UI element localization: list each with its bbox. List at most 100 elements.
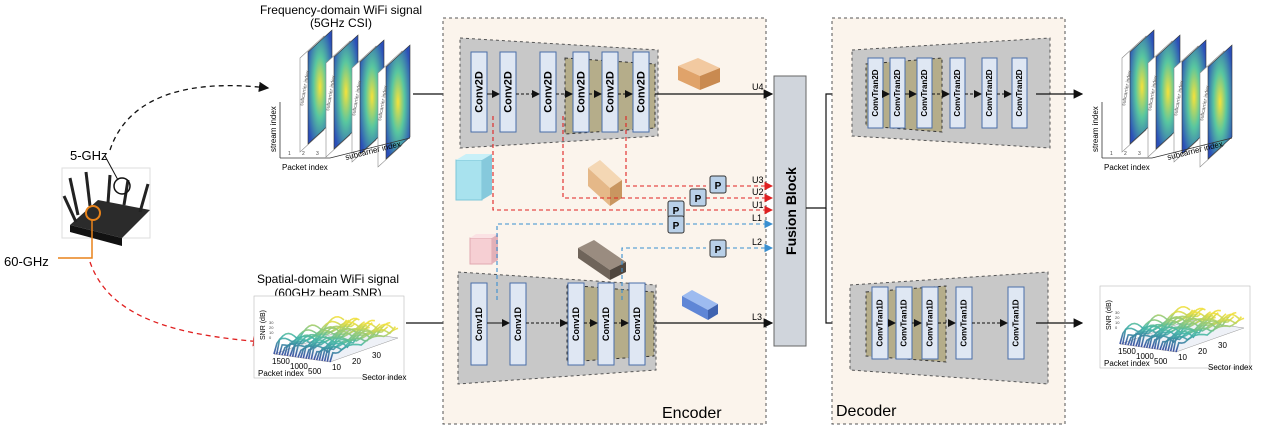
svg-text:P: P [715, 181, 722, 192]
decoder-convtran2d-layer-label: ConvTran2D [985, 69, 994, 116]
csi-y-axis-label: stream index [269, 106, 278, 152]
feature-cuboid-l1 [469, 234, 498, 265]
decoder-convtran2d-layer-label: ConvTran2D [871, 69, 880, 116]
decoder-convtran2d-layer-5 [981, 57, 998, 129]
snr-surface-trace [1153, 312, 1224, 350]
snr-surface-trace [323, 323, 394, 362]
encoder-conv2d-layer-6 [632, 51, 650, 133]
encoder-conv1d-layer-1 [470, 282, 488, 366]
snr-packet-tick: 1500 [1118, 347, 1136, 356]
svg-text:P: P [673, 206, 680, 217]
feature-cuboid-u4 [678, 58, 720, 90]
snr-sector-tick: 20 [352, 357, 361, 366]
snr-surface-trace [1175, 317, 1245, 353]
snr-surface-trace [307, 322, 378, 360]
snr-z-tick: 30 [269, 320, 274, 325]
encoder-title: Encoder [662, 405, 722, 422]
snr-y-axis-label: Sector index [362, 373, 406, 382]
csi-tick: 2 [302, 151, 305, 157]
csi-title-line2: (5GHz CSI) [310, 16, 372, 30]
snr-z-tick: 0 [269, 335, 272, 340]
feature-cuboid-l3 [682, 290, 718, 320]
encoder-conv2d-layer-3 [539, 51, 557, 133]
decoder-convtran1d-layer-label: ConvTran1D [876, 299, 885, 346]
pool-box-u3: P [709, 175, 727, 194]
feature-cuboid-l2 [578, 240, 626, 280]
encoder-conv1d-layer-label: Conv1D [474, 307, 484, 342]
svg-text:P: P [695, 194, 702, 205]
snr-z-axis-label: SNR (dB) [1106, 300, 1113, 330]
pool-box-u1: P [667, 200, 685, 219]
snr-surface-trace [1137, 311, 1209, 347]
svg-text:P: P [715, 245, 722, 256]
decoder-convtran2d-layer-3 [916, 57, 933, 129]
snr-sector-tick: 10 [1178, 353, 1187, 362]
snr-surface-trace [1119, 305, 1191, 345]
decoder-convtran1d-layer-label: ConvTran1D [1012, 299, 1021, 346]
feature-cuboid-u3 [588, 160, 622, 206]
decoder-convtran1d-layer-label: ConvTran1D [900, 299, 909, 346]
snr-packet-tick: 1000 [1136, 352, 1154, 361]
pool-box-l2: P [709, 239, 727, 258]
snr-sector-tick: 20 [1198, 347, 1207, 356]
csi-tick: 1 [1110, 151, 1113, 157]
encoder-conv2d-layer-label: Conv2D [636, 71, 648, 113]
arrow-router-to-snr [89, 261, 264, 347]
snr-surface-trace [291, 321, 363, 357]
svg-text:P: P [673, 221, 680, 232]
label-u2: U2 [752, 187, 764, 197]
snr-sector-tick: 30 [372, 351, 381, 360]
decoder-convtran1d-layer-label: ConvTran1D [960, 299, 969, 346]
csi-heatmap [1207, 44, 1233, 160]
pool-box-u2: P [689, 188, 707, 207]
encoder-conv2d-layer-1 [470, 51, 488, 133]
decoder-convtran2d-layer-label: ConvTran2D [920, 69, 929, 116]
csi-tick: 2 [1124, 151, 1127, 157]
encoder-conv1d-layer-label: Conv1D [632, 307, 642, 342]
label-u1: U1 [752, 200, 764, 210]
snr-sector-tick: 30 [1218, 341, 1227, 350]
snr-z-tick: 30 [1115, 310, 1120, 315]
encoder-conv1d-layer-5 [628, 282, 646, 366]
snr-x-axis-label: Packet index [1104, 359, 1150, 368]
label-u3: U3 [752, 175, 764, 185]
label-l3: L3 [752, 312, 762, 322]
snr-surface-trace [1172, 316, 1243, 352]
encoder-conv2d-layer-5 [601, 51, 619, 133]
csi-x-axis-label: Packet index [1104, 163, 1150, 172]
decoder-convtran2d-layer-label: ConvTran2D [1015, 69, 1024, 116]
snr-z-tick: 20 [269, 325, 274, 330]
snr-packet-tick: 500 [308, 367, 322, 376]
encoder-conv2d-layer-2 [499, 51, 517, 133]
snr-surface-trace [275, 319, 348, 355]
snr-surface-trace [326, 326, 397, 362]
decoder-convtran2d-layer-6 [1011, 57, 1028, 129]
decoder-convtran2d-layer-2 [889, 57, 906, 129]
label-u4: U4 [752, 82, 764, 92]
arrow-router-to-csi [109, 81, 270, 151]
5ghz-antenna-marker [113, 177, 131, 195]
snr-z-tick: 10 [1115, 320, 1120, 325]
pool-box-l1: P [667, 215, 685, 234]
encoder-conv1d-layer-label: Conv1D [513, 307, 523, 342]
decoder-convtran1d-layer-5 [1007, 286, 1025, 360]
snr-z-tick: 10 [269, 330, 274, 335]
label-5ghz: 5-GHz [70, 148, 108, 163]
snr-packet-tick: 1500 [272, 357, 290, 366]
csi-tick: 3 [1138, 151, 1141, 157]
decoder-convtran1d-layer-label: ConvTran1D [926, 299, 935, 346]
encoder-conv1d-layer-2 [509, 282, 527, 366]
encoder-conv1d-layer-label: Conv1D [601, 307, 611, 342]
csi-heatmap [385, 44, 411, 160]
snr-x-axis-label: Packet index [258, 369, 304, 378]
encoder-conv1d-layer-4 [597, 282, 615, 366]
encoder-conv2d-layer-label: Conv2D [503, 71, 515, 113]
decoder-convtran2d-layer-label: ConvTran2D [893, 69, 902, 116]
fusion-block-label: Fusion Block [783, 167, 799, 255]
snr-packet-tick: 500 [1154, 357, 1168, 366]
